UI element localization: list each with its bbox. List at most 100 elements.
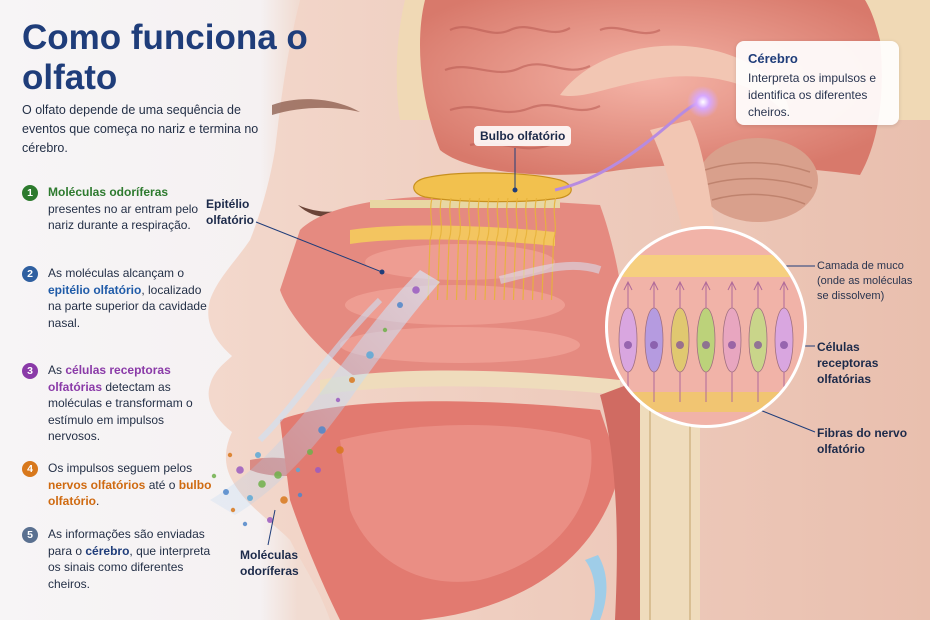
step-number: 4 <box>22 461 38 477</box>
receptor-nucleus <box>754 341 762 349</box>
odor-molecule <box>227 452 233 458</box>
step-text: presentes no ar entram pelo nariz durant… <box>48 201 199 233</box>
leader-moleculas <box>267 509 276 546</box>
step-text: As informações são enviadas para o <box>48 527 205 558</box>
pharynx <box>600 380 640 620</box>
cerebro-callout: Cérebro Interpreta os impulsos e identif… <box>736 41 899 125</box>
nerve-fiber <box>550 197 557 301</box>
receptor-cilia <box>753 280 763 402</box>
odor-molecule <box>336 446 344 454</box>
step-highlight: cérebro <box>85 543 130 558</box>
step-3: 3 As células receptoras olfatórias detec… <box>22 362 212 445</box>
odor-molecule <box>297 492 303 498</box>
step-text: . <box>96 494 100 508</box>
step-text: até o <box>148 477 176 492</box>
corpus-callosum <box>560 45 790 120</box>
receptor-cells <box>618 280 794 402</box>
nerve-fiber <box>541 197 547 301</box>
airflow <box>210 270 440 515</box>
step-highlight: nervos olfatórios <box>48 477 146 492</box>
odor-molecule <box>280 496 288 504</box>
receptor-cell <box>644 307 664 373</box>
larynx <box>585 555 607 620</box>
nerve-fiber <box>512 197 519 301</box>
label-camada-de-muco-note: (onde as moléculas se dissolvem) <box>817 275 913 302</box>
odor-molecule <box>397 302 403 308</box>
receptor-cilia <box>675 280 685 402</box>
odor-molecule <box>258 480 266 488</box>
step-highlight: epitélio olfatório <box>48 282 142 297</box>
receptor-cilia <box>701 280 711 402</box>
label-camada-de-muco: Camada de muco <box>817 260 904 272</box>
odor-molecule <box>349 377 355 383</box>
step-highlight-2: bulbo olfatório <box>48 477 212 509</box>
receptor-cell <box>774 307 794 373</box>
step-number: 5 <box>22 527 38 543</box>
receptor-cell <box>618 307 638 373</box>
nerve-fiber <box>446 197 452 301</box>
receptor-nucleus <box>624 341 632 349</box>
receptor-nucleus <box>780 341 788 349</box>
olfactory-bulb <box>413 172 572 203</box>
nerve-fiber <box>503 197 509 301</box>
receptor-nucleus <box>650 341 658 349</box>
receptor-nucleus <box>728 341 736 349</box>
receptor-cilia <box>727 280 737 402</box>
odor-molecule <box>307 449 313 455</box>
step-highlight: células receptoras olfatórias <box>48 363 171 394</box>
step-2: 2 As moléculas alcançam o epitélio olfat… <box>22 265 212 331</box>
nerve-fiber <box>484 197 490 301</box>
step-number: 1 <box>22 185 38 201</box>
odor-molecules <box>211 286 420 527</box>
step-5: 5 As informações são enviadas para o cér… <box>22 526 212 592</box>
cerebro-title: Cérebro <box>748 51 798 66</box>
odor-molecule <box>315 467 321 473</box>
cerebellum <box>698 138 818 222</box>
eyebrow <box>272 99 360 115</box>
step-highlight: Moléculas odoríferas <box>48 185 169 199</box>
epithelium-band <box>350 225 555 246</box>
receptor-cell <box>696 307 716 373</box>
step-number: 3 <box>22 363 38 379</box>
nerve-fiber <box>436 197 443 301</box>
zoom-detail <box>608 229 804 425</box>
odor-molecule <box>295 467 301 473</box>
cerebro-text: Interpreta os impulsos e identifica os d… <box>748 71 877 119</box>
turbinate-3 <box>340 327 580 363</box>
label-fibras-nervo: Fibras do nervo olfatório <box>817 426 908 456</box>
step-1: 1 Moléculas odoríferas presentes no ar e… <box>22 184 212 234</box>
turbinate-1 <box>365 244 555 280</box>
step-4: 4 Os impulsos seguem pelos nervos olfató… <box>22 460 212 510</box>
nerve-fiber <box>465 197 471 301</box>
step-text: detectam as moléculas e transformam o es… <box>48 379 193 444</box>
page-title: Como funciona o olfato <box>22 18 308 97</box>
step-text: As <box>48 363 63 377</box>
palate <box>320 370 620 395</box>
nerve-fiber <box>531 197 538 301</box>
odor-molecule <box>267 517 273 523</box>
receptor-nucleus <box>676 341 684 349</box>
label-bulbo-olfatorio: Bulbo olfatório <box>474 126 572 146</box>
step-text: , localizado na parte superior da cavida… <box>48 282 207 330</box>
step-text: , que interpreta os sinais como diferent… <box>48 543 211 591</box>
nerve-fiber <box>455 197 462 301</box>
receptor-cell <box>722 307 742 373</box>
odor-molecule <box>247 495 253 501</box>
brainstem <box>650 120 720 260</box>
tongue <box>340 425 592 582</box>
nerve-fiber <box>493 197 500 301</box>
label-moleculas-odoriferas: Moléculas odoríferas <box>240 548 299 578</box>
odor-molecule <box>274 471 282 479</box>
odor-molecule <box>366 351 374 359</box>
brain-glow <box>687 86 719 118</box>
receptor-cilia <box>649 280 659 402</box>
odor-molecule <box>242 521 248 527</box>
nerve-fiber <box>522 197 528 301</box>
nerve-fibers <box>427 197 557 301</box>
receptor-cell <box>670 307 690 373</box>
odor-molecule <box>412 286 420 294</box>
odor-molecule <box>223 489 229 495</box>
step-number: 2 <box>22 266 38 282</box>
odor-molecule <box>236 466 244 474</box>
